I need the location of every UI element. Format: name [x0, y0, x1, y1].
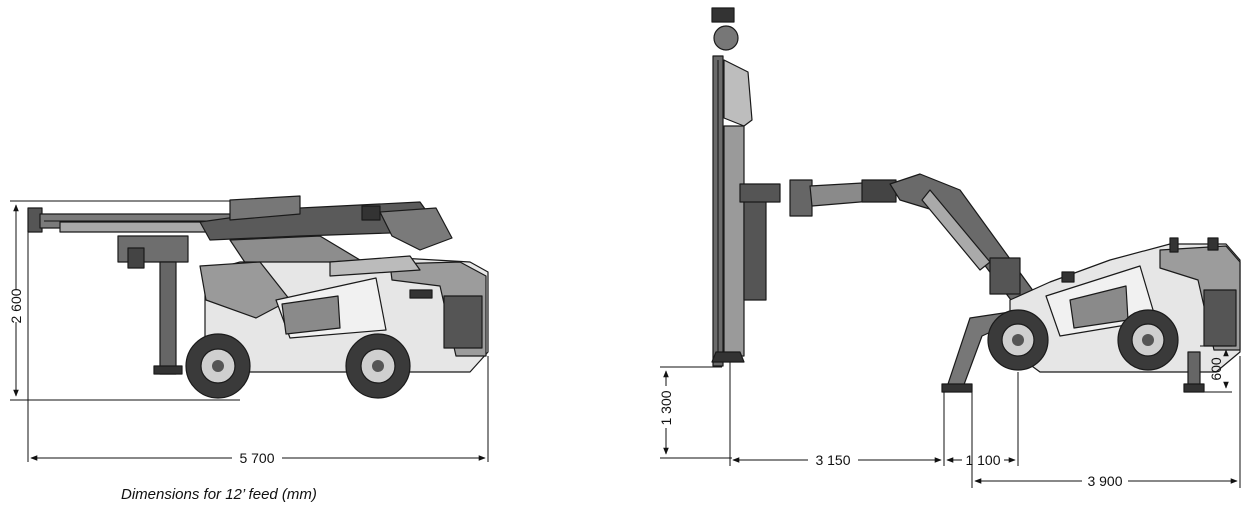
dim-right-jack-spacing-label: 1 100 [965, 452, 1000, 468]
rig-right-boom [739, 173, 1035, 305]
rig-left-front-wheel [185, 333, 251, 399]
dim-left-height: 2 600 [8, 200, 240, 401]
dim-right-length: 3 900 [971, 356, 1241, 489]
rig-left-front-leg [153, 261, 183, 375]
rig-right-rear-wheel [1117, 309, 1179, 371]
rig-left-carrier [199, 255, 489, 373]
figure-caption: Dimensions for 12’ feed (mm) [121, 486, 317, 503]
dim-right-jack-spacing: 1 100 [946, 372, 1019, 468]
rig-right-front-wheel [987, 309, 1049, 371]
dim-right-feed-height-label: 1 300 [658, 390, 674, 425]
rig-transport-view: 2 600 5 700 Dimensions for 12’ feed (mm) [8, 195, 489, 503]
dim-left-length-label: 5 700 [239, 450, 274, 466]
rig-right-feed [711, 7, 767, 367]
dim-left-height-label: 2 600 [8, 288, 24, 323]
dim-right-jack-height-label: 600 [1208, 357, 1224, 381]
dim-right-length-label: 3 900 [1087, 473, 1122, 489]
rig-right-rear-jack [1183, 351, 1205, 393]
rig-left-feed [27, 207, 231, 269]
rig-right-carrier [1009, 237, 1241, 373]
dim-right-feed-height: 1 300 [658, 366, 732, 459]
dim-right-reach-label: 3 150 [815, 452, 850, 468]
dim-right-jack-height: 600 [1200, 345, 1232, 393]
dim-right-reach: 3 150 [729, 362, 945, 468]
rig-drilling-view: 1 300 3 150 1 100 600 [658, 7, 1241, 489]
rig-left-rear-wheel [345, 333, 411, 399]
dim-left-length: 5 700 [27, 230, 489, 466]
